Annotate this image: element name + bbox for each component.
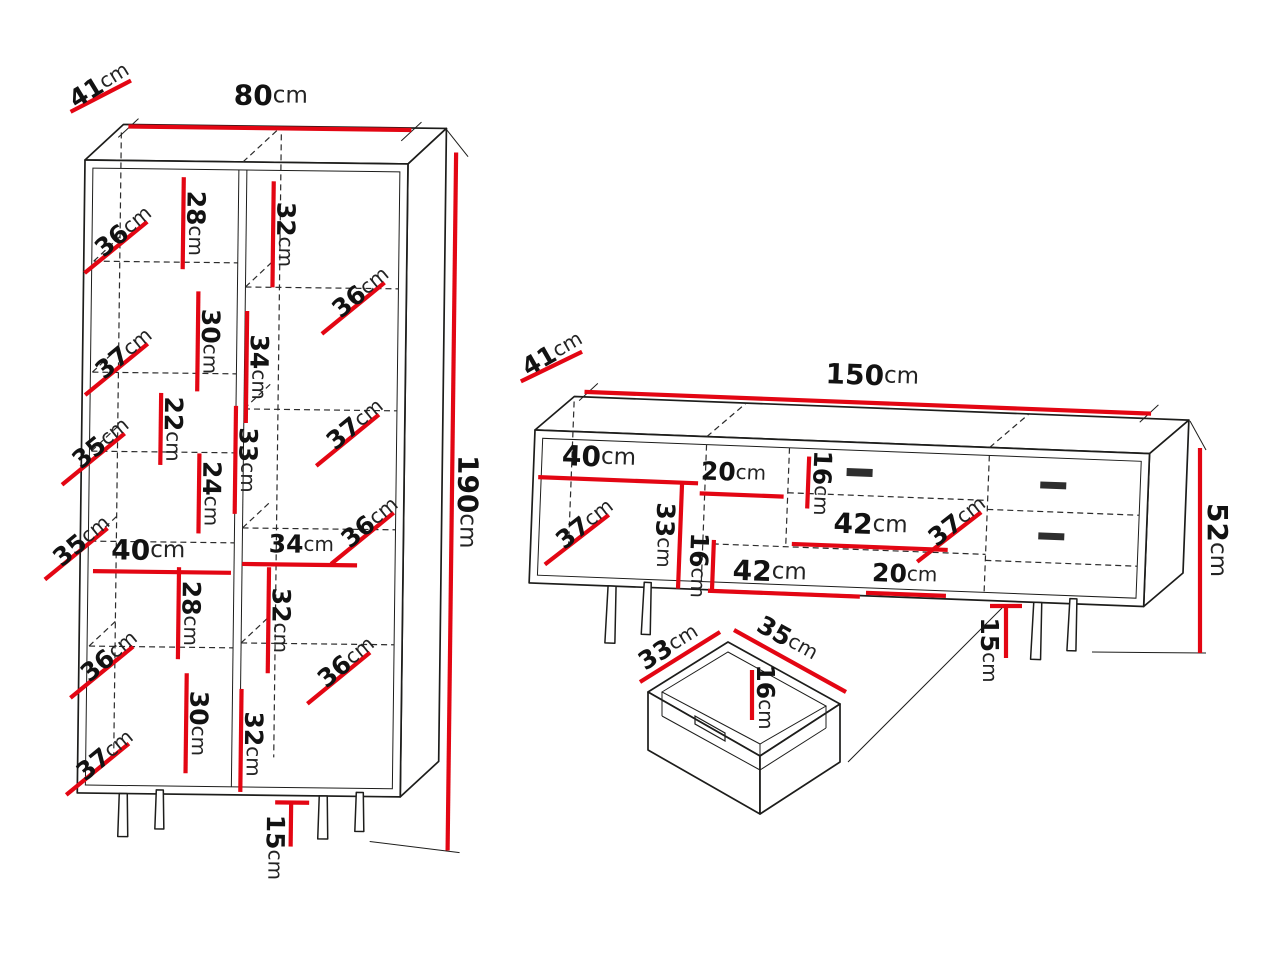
dim-label: 30cm xyxy=(196,309,226,375)
dim-label: 40cm xyxy=(561,439,636,475)
tv-dimension-lines xyxy=(519,349,1152,599)
tv-height-label: 52cm xyxy=(1202,503,1235,577)
dim-label: 20cm xyxy=(872,558,938,589)
drawer-detail: 33cm 35cm 16cm xyxy=(633,607,1003,815)
tv-leg xyxy=(1066,597,1078,652)
dim-label: 16cm xyxy=(752,664,781,729)
dim-label: 33cm xyxy=(649,502,680,568)
dim-label: 16cm xyxy=(806,450,837,516)
tv-leg xyxy=(1029,601,1043,661)
dim-label: 32cm xyxy=(271,202,301,268)
dim-label: 20cm xyxy=(700,456,766,487)
dim-label: 22cm xyxy=(159,396,189,462)
dim-label: 16cm xyxy=(683,532,714,598)
dim-label: 24cm xyxy=(197,461,227,527)
tv-line-art xyxy=(528,395,1190,661)
cabinet-leg xyxy=(354,791,365,833)
dim-label: 42cm xyxy=(833,506,908,542)
cabinet-leg xyxy=(154,789,165,830)
dim-label: 28cm xyxy=(181,191,211,257)
drawer-handle xyxy=(1040,481,1067,490)
tv-stand: 41cm 150cm 40cm 20cm 16cm 42cm 37cm 33cm… xyxy=(516,326,1190,661)
tall-cabinet: 41cm 80cm 36cm 28cm 32cm 36cm 37cm 30cm … xyxy=(43,57,485,881)
dim-label: 32cm xyxy=(239,711,269,777)
leader-line xyxy=(847,607,1003,763)
drawer-handle xyxy=(1038,532,1065,541)
door-handle xyxy=(846,467,873,477)
tv-width-label: 150cm xyxy=(825,357,920,394)
tv-leg xyxy=(640,581,652,636)
drawer-dimension-lines xyxy=(638,628,848,720)
cabinet-leg-height-label: 15cm xyxy=(261,815,291,881)
dim-label: 40cm xyxy=(111,533,185,567)
dim-label: 30cm xyxy=(184,691,214,757)
tv-leg-height-label: 15cm xyxy=(976,617,1005,682)
dim-label: 33cm xyxy=(233,427,263,493)
drawer-line-art xyxy=(647,641,841,815)
drawer-handle-slot xyxy=(694,714,726,743)
dim-label: 28cm xyxy=(177,581,207,647)
cabinet-dimension-lines xyxy=(43,78,459,851)
dim-label: 32cm xyxy=(266,588,296,654)
dim-label: 34cm xyxy=(245,334,275,400)
cabinet-height-label: 190cm xyxy=(451,455,485,549)
dim-label: 34cm xyxy=(269,529,335,559)
tv-leg xyxy=(604,585,617,644)
dim-label: 42cm xyxy=(732,553,807,589)
cabinet-line-art xyxy=(76,123,448,840)
cabinet-width-label: 80cm xyxy=(234,78,308,112)
cabinet-leg xyxy=(316,795,329,840)
cabinet-leg xyxy=(116,792,129,838)
tv-fixed-dimensions: 52cm 15cm xyxy=(976,420,1235,683)
